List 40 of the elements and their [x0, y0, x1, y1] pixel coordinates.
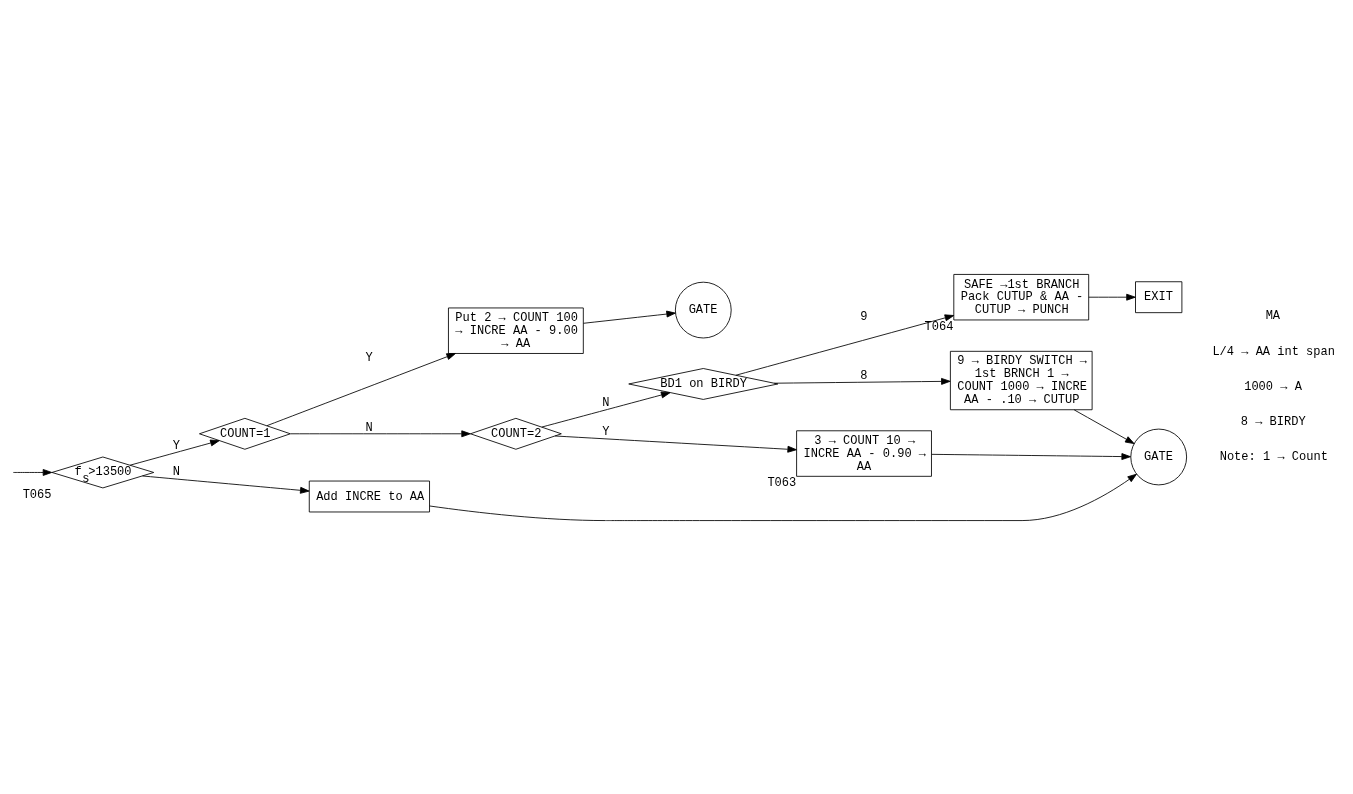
arrow — [773, 377, 951, 385]
label: Note: 1 → Count — [1219, 449, 1328, 464]
edge-label: N — [172, 464, 180, 479]
label: 8 → BIRDY — [1240, 414, 1306, 429]
arrow — [290, 429, 471, 437]
node-box: 9 → BIRDY SWITCH → 1st BRNCH 1 → COUNT 1000 → INCRE AA - .10 → CUTUP — [949, 350, 1093, 410]
arrow — [142, 475, 310, 494]
arrow — [266, 352, 456, 426]
node-label: T065 — [22, 487, 52, 502]
arrow — [541, 391, 671, 427]
label: MA — [1265, 308, 1281, 323]
arrow — [583, 310, 676, 324]
edge-label: Y — [602, 424, 610, 439]
node-label: T064 — [924, 319, 954, 334]
node-box: 3 → COUNT 10 → INCRE AA - 0.90 → AA — [796, 429, 932, 477]
edge-label: 9 — [860, 309, 868, 324]
label: L/4 → AA int span — [1212, 344, 1335, 358]
edge-label: Y — [172, 438, 180, 453]
arrow — [12, 468, 53, 476]
node-box: Put 2 → COUNT 100 → INCRE AA - 9.00 → AA — [448, 307, 584, 354]
edge-label: 8 — [860, 368, 868, 383]
node-box: SAFE →1st BRANCH Pack CUTUP & AA - CUTUP → PUNCH — [953, 273, 1090, 320]
edge-label: N — [602, 395, 610, 410]
node-circle: GATE — [674, 281, 732, 338]
arrow — [931, 452, 1131, 460]
node-diamond: COUNT=2 — [470, 417, 562, 450]
node-box: EXIT — [1135, 280, 1183, 313]
arrow — [554, 435, 797, 453]
edge-label: N — [365, 420, 373, 435]
arrow — [1088, 293, 1136, 301]
node-circle: GATE — [1130, 428, 1188, 485]
arrow — [129, 439, 220, 466]
arrow — [735, 313, 955, 376]
node-diamond: COUNT=1 — [199, 417, 291, 450]
arrow — [429, 473, 1137, 521]
node-label: T063 — [767, 475, 797, 490]
node-box: Add INCRE to AA — [308, 480, 430, 512]
label: 1000 → A — [1244, 379, 1302, 394]
arrow — [1073, 408, 1135, 444]
edge-label: Y — [365, 350, 373, 365]
